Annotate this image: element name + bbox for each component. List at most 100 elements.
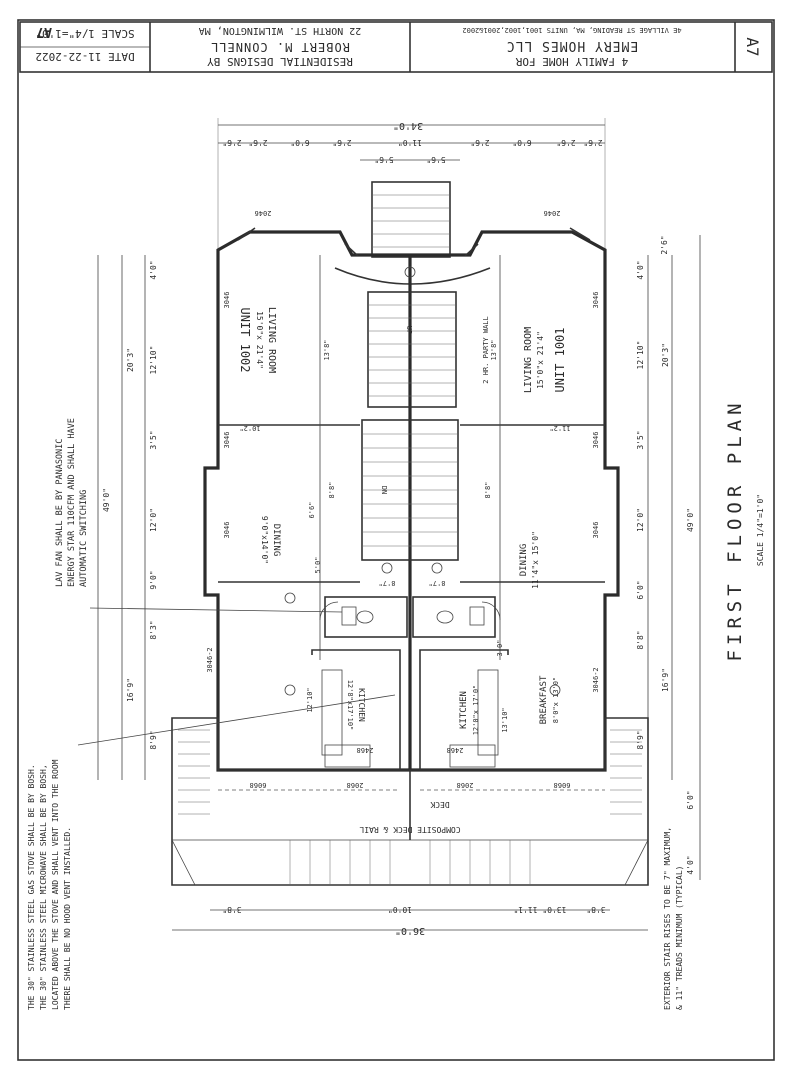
door-tag-2: 6068	[554, 781, 571, 789]
label-stair-dn: DN	[380, 486, 388, 494]
project-line-1: 4 FAMILY HOME FOR	[515, 55, 628, 68]
label-stair-up: UP	[405, 326, 413, 334]
label-living-1001: LIVING ROOM	[523, 327, 534, 393]
title-date: DATE 11-22-2022	[35, 50, 134, 63]
dim-top-6: 2'6"	[470, 138, 489, 147]
window-tag-10: 2046	[544, 209, 561, 217]
window-tag-4: 3046	[592, 292, 600, 309]
dim-bottom-3: 13'0" 11'1"	[514, 905, 567, 914]
dim-int-4: 8'8"	[484, 482, 492, 499]
dim-right-13: 4'0"	[686, 855, 695, 874]
dim-top-8: 2'6"	[556, 138, 575, 147]
label-dining-right-size: 11'4"x 15'0"	[531, 531, 540, 589]
project-line-3: 4E VILLAGE ST READING, MA, UNITS 1001,10…	[462, 26, 681, 34]
lav-note-line-3: AUTOMATIC SWITCHING	[79, 490, 89, 587]
range-note: THE 30" STAINLESS STEEL GAS STOVE SHALL …	[27, 759, 72, 1010]
range-note-line-1: THE 30" STAINLESS STEEL GAS STOVE SHALL …	[27, 764, 36, 1010]
door-tag-3: 2068	[347, 781, 364, 789]
door-tag-4: 2068	[457, 781, 474, 789]
title-scale: SCALE 1/4"=1'0"	[35, 27, 134, 40]
dim-int-3: 8'8"	[328, 482, 336, 499]
label-unit-1002: UNIT 1002	[238, 307, 252, 372]
half-bath-right	[412, 596, 496, 638]
dim-left-6: 12'0"	[149, 508, 158, 532]
dim-right-1: 2'6"	[660, 235, 669, 254]
label-living-1002: LIVING ROOM	[266, 307, 277, 373]
label-composite-deck: COMPOSITE DECK & RAIL	[359, 825, 460, 834]
dim-bottom-4: 3'8"	[586, 905, 605, 914]
front-stair	[371, 181, 451, 258]
range-note-line-2: THE 30" STAINLESS STEEL MICROWAVE SHALL …	[39, 764, 48, 1010]
lav-note-line-1: LAV FAN SHALL BE BY PANASONIC	[55, 439, 65, 587]
label-kitchen-left: KITCHEN	[357, 688, 366, 722]
project-line-2: EMERY HOMES LLC	[506, 38, 638, 53]
dim-right-10: 16'9"	[661, 668, 670, 692]
designer-line-2: ROBERT M. CONNELL	[210, 40, 350, 54]
label-kitchen-right-size: 12'0"x 17'0"	[472, 685, 480, 736]
dim-top-7: 6'0"	[512, 138, 531, 147]
designer-line-3: 22 NORTH ST. WILMINGTON, MA	[199, 25, 362, 36]
dim-top-9: 2'6"	[583, 138, 602, 147]
rear-deck	[171, 717, 649, 886]
half-bath-left	[324, 596, 408, 638]
dim-left-1: 4'0"	[149, 260, 158, 279]
stair-note-line-1: EXTERIOR STAIR RISES TO BE 7" MAXIMUM,	[663, 827, 672, 1010]
dim-int-11: 13'10"	[501, 707, 509, 732]
window-tag-9: 2046	[255, 209, 272, 217]
dim-int-10: 12'10"	[306, 687, 314, 712]
toilet-left	[356, 610, 374, 624]
dim-left-3: 20'3"	[126, 348, 135, 372]
title-block: SCALE 1/4"=1'0" DATE 11-22-2022 A7 RESID…	[19, 21, 773, 73]
label-dining-left-size: 9'0"x14'0"	[260, 516, 269, 564]
window-tag-7: 3046-2	[206, 647, 214, 672]
label-kitchen-right: KITCHEN	[459, 691, 469, 729]
label-deck: DECK	[430, 800, 449, 809]
dim-right-5: 3'5"	[636, 430, 645, 449]
window-tag-6: 3046	[592, 522, 600, 539]
dim-left-5: 49'0"	[102, 488, 111, 512]
label-breakfast: BREAKFAST	[539, 675, 549, 724]
dim-int-13: 11'2"	[549, 424, 570, 432]
window-tags: 3046 3046 3046 3046 3046 3046 3046-2 304…	[206, 209, 600, 693]
label-breakfast-size: 8'0"x 13'0"	[552, 677, 560, 723]
dim-int-7: 3'0"	[496, 640, 504, 657]
dim-top-mid-2: 5'6"	[426, 155, 445, 164]
label-party-wall: 2 HR. PARTY WALL	[482, 316, 490, 383]
window-tag-1: 3046	[223, 292, 231, 309]
room-number-circles	[284, 266, 561, 696]
window-tag-5: 3046	[592, 432, 600, 449]
stair-note: EXTERIOR STAIR RISES TO BE 7" MAXIMUM, &…	[663, 827, 684, 1010]
note-leaders	[77, 607, 396, 746]
door-tag-1: 6068	[250, 781, 267, 789]
range-note-line-4: THERE SHALL BE NO HOOD VENT INSTALLED.	[63, 827, 72, 1010]
dim-right-12: 6'0"	[686, 790, 695, 809]
dim-int-1: 13'8"	[323, 339, 331, 360]
dim-right-3: 12'10"	[636, 341, 645, 370]
label-dining-right: DINING	[519, 544, 529, 577]
dim-top-1: 2'6"	[222, 138, 241, 147]
plan-title-block: FIRST FLOOR PLAN SCALE 1/4"=1'0"	[724, 398, 765, 661]
label-living-1002-size: 15'0"x 21'4"	[255, 311, 264, 369]
title-sheet-small: A7	[36, 24, 52, 39]
dim-right-6: 12'0"	[636, 508, 645, 532]
plan-title: FIRST FLOOR PLAN	[724, 398, 746, 661]
window-tag-8: 3046-2	[592, 667, 600, 692]
dim-right-2: 4'0"	[636, 260, 645, 279]
dim-top-5: 11'0"	[398, 138, 422, 147]
dim-int-6: 5'0"	[314, 557, 322, 574]
dim-top-4: 2'6"	[332, 138, 351, 147]
dim-top-2: 2'6"	[248, 138, 267, 147]
dim-overall-top: 34'0"	[393, 120, 423, 131]
dim-overall-bottom: 36'0"	[395, 925, 425, 936]
door-tag-6: 2468	[447, 746, 464, 754]
dim-left-7: 9'0"	[149, 570, 158, 589]
door-tag-5: 2468	[357, 746, 374, 754]
dim-left-8: 8'3"	[149, 620, 158, 639]
toilet-right	[436, 610, 454, 624]
sheet-border	[17, 19, 775, 1061]
dim-right-11: 8'9"	[636, 730, 645, 749]
interior-stair-upper	[367, 291, 457, 408]
counter-right	[477, 669, 499, 756]
